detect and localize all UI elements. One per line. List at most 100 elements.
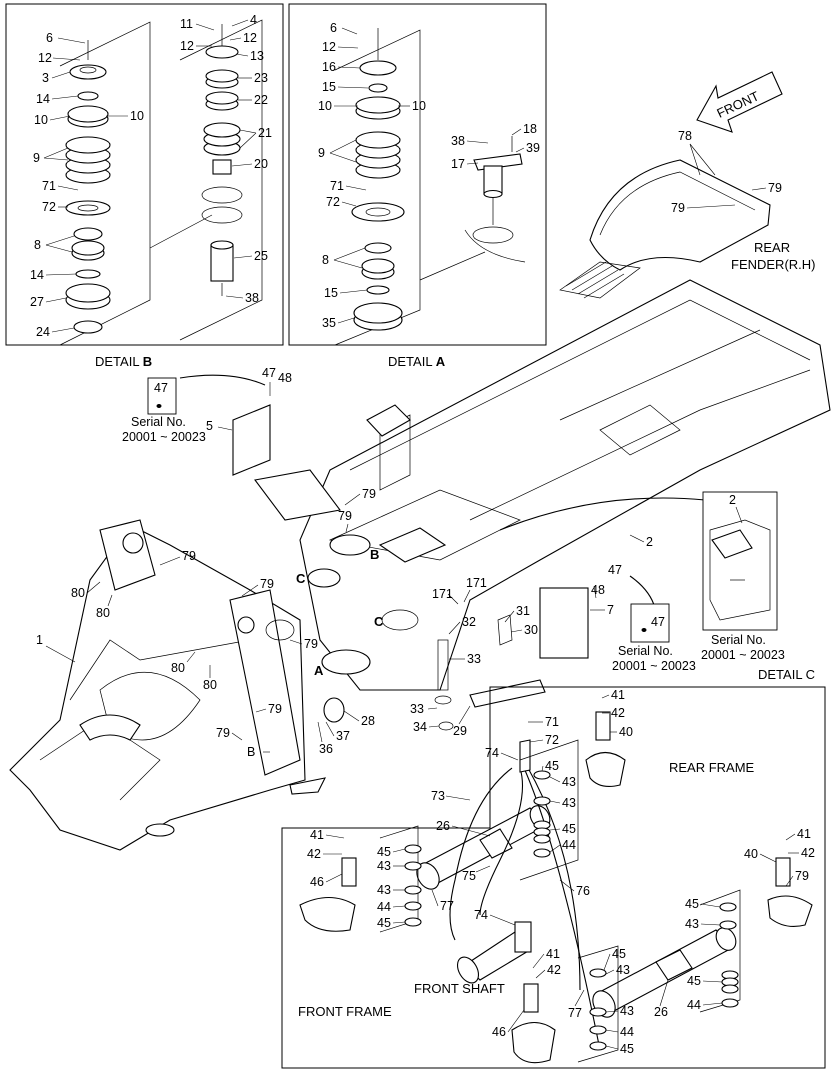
callout: 33 xyxy=(467,652,481,666)
callout: 16 xyxy=(322,60,336,74)
callout: 80 xyxy=(171,661,185,675)
callout: 79 xyxy=(260,577,274,591)
rear-frame-label: REAR FRAME xyxy=(669,760,755,775)
callout: 10 xyxy=(130,109,144,123)
front-shaft-label: FRONT SHAFT xyxy=(414,981,505,996)
callout: 21 xyxy=(258,126,272,140)
callout: 45 xyxy=(687,974,701,988)
callout: 79 xyxy=(216,726,230,740)
callout: 75 xyxy=(462,869,476,883)
callout: 71 xyxy=(330,179,344,193)
callout: 26 xyxy=(654,1005,668,1019)
callout: 73 xyxy=(431,789,445,803)
callout: 29 xyxy=(453,724,467,738)
callout: 43 xyxy=(377,883,391,897)
callout: 42 xyxy=(611,706,625,720)
callout: 22 xyxy=(254,93,268,107)
callout: 43 xyxy=(685,917,699,931)
callout: 44 xyxy=(377,900,391,914)
svg-text:Serial No.: Serial No. xyxy=(131,415,186,429)
callout: 8 xyxy=(34,238,41,252)
callout: 40 xyxy=(619,725,633,739)
callout: 44 xyxy=(620,1025,634,1039)
callout: 77 xyxy=(440,899,454,913)
callout: 79 xyxy=(182,549,196,563)
svg-text:20001 ~ 20023: 20001 ~ 20023 xyxy=(701,648,785,662)
callout: 42 xyxy=(307,847,321,861)
callout: 74 xyxy=(485,746,499,760)
steering-cylinder-upper xyxy=(416,805,551,890)
callout: 25 xyxy=(254,249,268,263)
svg-text:47: 47 xyxy=(651,615,665,629)
callout: 31 xyxy=(516,604,530,618)
callout: 41 xyxy=(310,828,324,842)
callout: 28 xyxy=(361,714,375,728)
section-marker-b: B xyxy=(370,547,379,562)
callout: 37 xyxy=(336,729,350,743)
callout: 44 xyxy=(562,838,576,852)
callout: 5 xyxy=(206,419,213,433)
main-callouts: 47 48 5 79 79 79 79 80 80 80 80 1 79 79 … xyxy=(36,366,653,759)
callout: 11 xyxy=(180,17,193,31)
callout: 12 xyxy=(38,51,52,65)
callout: 42 xyxy=(547,963,561,977)
callout: 2 xyxy=(729,493,736,507)
callout: 80 xyxy=(203,678,217,692)
callout: 71 xyxy=(42,179,56,193)
callout: 18 xyxy=(523,122,537,136)
svg-text:Serial No.: Serial No. xyxy=(618,644,673,658)
section-marker-c: C xyxy=(296,571,306,586)
callout: 40 xyxy=(744,847,758,861)
detail-a-title: DETAIL A xyxy=(388,354,446,369)
callout: 80 xyxy=(96,606,110,620)
callout: 79 xyxy=(362,487,376,501)
callout: 30 xyxy=(524,623,538,637)
callout: 72 xyxy=(326,195,340,209)
detail-b-title: DETAIL B xyxy=(95,354,152,369)
callout: 46 xyxy=(310,875,324,889)
callout: 48 xyxy=(278,371,292,385)
callout: 45 xyxy=(545,759,559,773)
callout: 3 xyxy=(42,71,49,85)
callout: 80 xyxy=(71,586,85,600)
callout: 35 xyxy=(322,316,336,330)
callout: 23 xyxy=(254,71,268,85)
callout: 79 xyxy=(795,869,809,883)
callout: 14 xyxy=(30,268,44,282)
front-direction-arrow: FRONT xyxy=(696,71,783,133)
callout: 15 xyxy=(324,286,338,300)
callout: 72 xyxy=(545,733,559,747)
callout: 171 xyxy=(466,576,487,590)
callout: 38 xyxy=(451,134,465,148)
callout: 79 xyxy=(268,702,282,716)
callout: 9 xyxy=(33,151,40,165)
callout: 47 xyxy=(262,366,276,380)
callout: 36 xyxy=(319,742,333,756)
callout: 15 xyxy=(322,80,336,94)
callout: 76 xyxy=(576,884,590,898)
callout: 45 xyxy=(377,845,391,859)
callout: 74 xyxy=(474,908,488,922)
callout: 27 xyxy=(30,295,44,309)
pin-stack-right xyxy=(149,24,243,296)
detail-b-panel: 6 12 3 14 10 10 9 71 72 8 14 27 24 11 4 … xyxy=(5,3,284,346)
callout: 34 xyxy=(413,720,427,734)
callout: 43 xyxy=(616,963,630,977)
serial-note-mid: 47 Serial No. 20001 ~ 20023 xyxy=(612,603,696,673)
callout: 79 xyxy=(304,637,318,651)
section-marker-c2: C xyxy=(374,614,384,629)
detail-c-panel: REAR FRAME FRONT FRAME FRONT SHAFT xyxy=(281,686,826,1069)
rear-fender-label-1: REAR xyxy=(754,240,790,255)
callout: 41 xyxy=(546,947,560,961)
callout: 2 xyxy=(646,535,653,549)
callout: 43 xyxy=(377,859,391,873)
callout: 43 xyxy=(620,1004,634,1018)
callout: 45 xyxy=(377,916,391,930)
callout: 13 xyxy=(250,49,264,63)
callout: 20 xyxy=(254,157,268,171)
callout: 10 xyxy=(318,99,332,113)
detail-a-callouts: 6 12 16 15 10 10 9 71 72 8 15 35 38 18 1… xyxy=(318,21,540,330)
callout: 33 xyxy=(410,702,424,716)
callout: 4 xyxy=(250,13,257,27)
